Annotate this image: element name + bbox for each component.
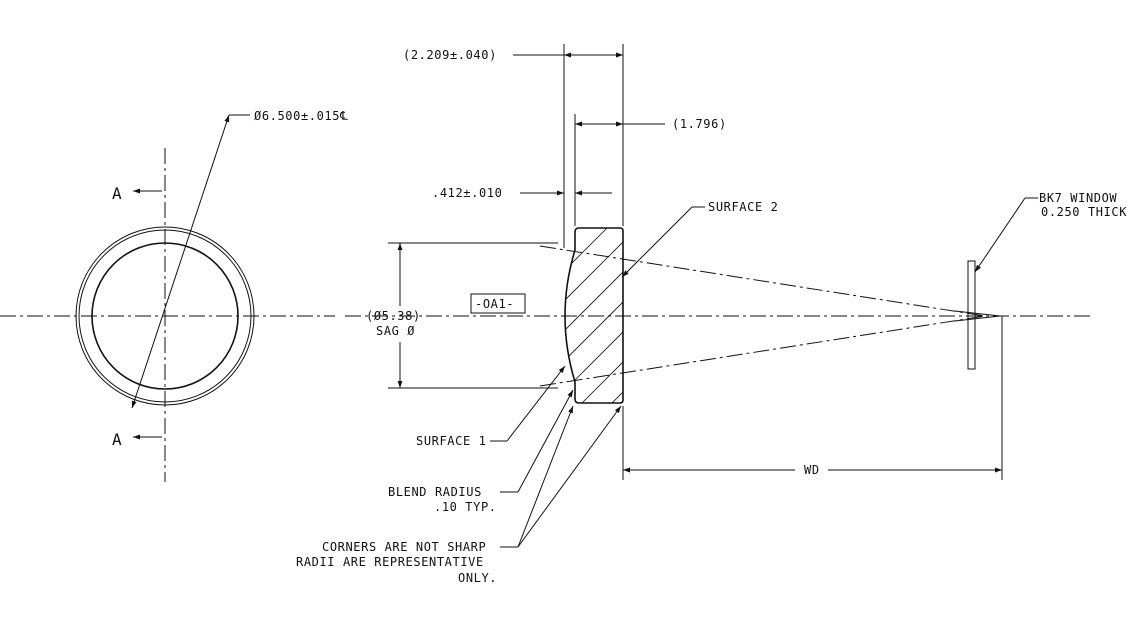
sag-depth-text: .412±.010 bbox=[432, 186, 502, 200]
diameter-callout: Ø6.500±.015℄ bbox=[254, 109, 348, 123]
surface1-leader bbox=[506, 365, 566, 442]
corners-leader-1 bbox=[517, 405, 574, 548]
wd-label: WD bbox=[804, 463, 820, 477]
corners-note-line2: RADII ARE REPRESENTATIVE bbox=[296, 555, 484, 569]
window-leader bbox=[974, 197, 1026, 273]
sag-diameter-line1: (Ø5.38) bbox=[366, 309, 421, 323]
sag-diameter-line2: SAG Ø bbox=[376, 324, 415, 338]
ray-upper bbox=[539, 245, 986, 317]
ray-crossing bbox=[954, 310, 1001, 322]
datum-label: -OA1- bbox=[475, 297, 514, 311]
corners-leader-2 bbox=[517, 405, 622, 548]
bk7-window bbox=[967, 260, 976, 370]
corners-note-line1: CORNERS ARE NOT SHARP bbox=[322, 540, 486, 554]
window-label-line2: 0.250 THICK bbox=[1041, 205, 1127, 219]
blend-radius-line2: .10 TYP. bbox=[434, 500, 497, 514]
window-label-line1: BK7 WINDOW bbox=[1039, 191, 1117, 205]
lens-profile-view: BK7 WINDOW 0.250 THICK (2.209±.040) (1.7… bbox=[296, 44, 1127, 585]
surface2-leader bbox=[621, 206, 693, 278]
overall-thickness-text: (2.209±.040) bbox=[403, 48, 497, 62]
surface2-label: SURFACE 2 bbox=[708, 200, 778, 214]
lens-outline bbox=[564, 227, 624, 404]
lens-hatch bbox=[565, 228, 623, 403]
edge-thickness-text: (1.796) bbox=[672, 117, 727, 131]
ray-lower bbox=[539, 315, 986, 387]
blend-radius-line1: BLEND RADIUS bbox=[388, 485, 482, 499]
blend-radius-leader bbox=[517, 389, 574, 493]
datum-box bbox=[470, 293, 526, 314]
section-label-bottom: A bbox=[112, 430, 122, 449]
surface1-label: SURFACE 1 bbox=[416, 434, 486, 448]
section-label-top: A bbox=[112, 184, 122, 203]
front-view: Ø6.500±.015℄ A A bbox=[0, 109, 348, 482]
diameter-leader bbox=[131, 114, 230, 409]
corners-note-line3: ONLY. bbox=[458, 571, 497, 585]
